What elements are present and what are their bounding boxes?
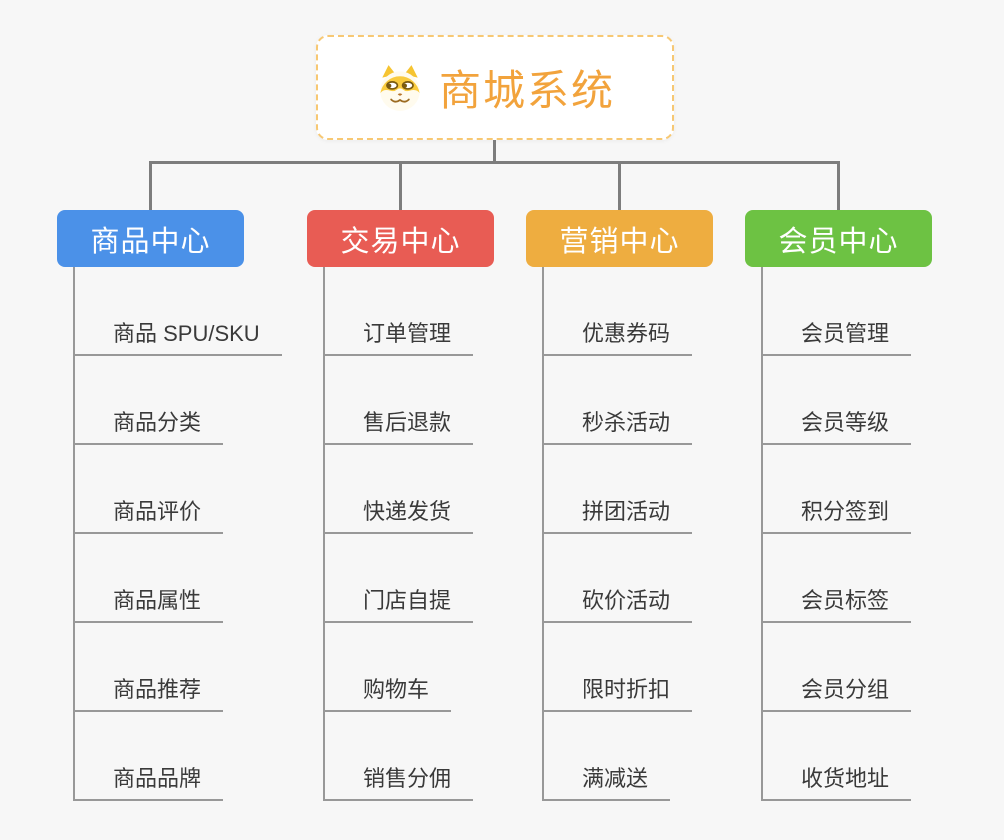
branch-label: 商品中心 [90,225,211,258]
leaf-node[interactable]: 销售分佣 [323,766,474,801]
branch-product-center: 商品中心 商品 SPU/SKU 商品分类商品评价商品属性商品推荐商品品牌 [57,210,307,801]
leaf-slot: 订单管理 [323,267,557,356]
branch-node-marketing-center[interactable]: 营销中心 [526,210,713,267]
leaf-slot: 会员分组 [761,623,995,712]
leaf-slot: 会员管理 [761,267,995,356]
leaf-slot: 满减送 [542,712,776,801]
leaf-slot: 商品属性 [73,534,307,623]
branch-label: 会员中心 [778,225,899,258]
leaf-slot: 积分签到 [761,445,995,534]
branch-trade-center: 交易中心 订单管理售后退款快递发货门店自提购物车销售分佣 [307,210,557,801]
leaf-node[interactable]: 商品推荐 [73,677,224,712]
connector-stub-marketing-center [618,161,621,210]
leaf-list: 会员管理会员等级积分签到会员标签会员分组收货地址 [761,267,995,801]
branch-trunk-line [323,267,325,801]
leaf-slot: 购物车 [323,623,557,712]
root-node[interactable]: 商城系统 [316,35,674,140]
leaf-slot: 商品推荐 [73,623,307,712]
branch-node-product-center[interactable]: 商品中心 [57,210,244,267]
leaf-node[interactable]: 商品属性 [73,588,224,623]
leaf-node[interactable]: 售后退款 [323,410,474,445]
leaf-node[interactable]: 快递发货 [323,499,474,534]
leaf-node[interactable]: 会员管理 [761,321,912,356]
leaf-node[interactable]: 优惠券码 [542,321,693,356]
leaf-node[interactable]: 秒杀活动 [542,410,693,445]
branch-node-trade-center[interactable]: 交易中心 [307,210,494,267]
connector-stub-member-center [837,161,840,210]
leaf-node[interactable]: 会员分组 [761,677,912,712]
leaf-slot: 售后退款 [323,356,557,445]
leaf-slot: 商品分类 [73,356,307,445]
leaf-slot: 拼团活动 [542,445,776,534]
leaf-node[interactable]: 积分签到 [761,499,912,534]
connector-root-stub [493,140,496,164]
connector-stub-product-center [149,161,152,210]
branch-marketing-center: 营销中心 优惠券码秒杀活动拼团活动砍价活动限时折扣满减送 [526,210,776,801]
branch-trunk-line [761,267,763,801]
leaf-node[interactable]: 会员标签 [761,588,912,623]
leaf-slot: 快递发货 [323,445,557,534]
leaf-slot: 门店自提 [323,534,557,623]
leaf-node[interactable]: 商品评价 [73,499,224,534]
leaf-slot: 秒杀活动 [542,356,776,445]
branch-label: 交易中心 [340,225,461,258]
branch-label: 营销中心 [559,225,680,258]
leaf-slot: 商品 SPU/SKU [73,267,307,356]
leaf-list: 优惠券码秒杀活动拼团活动砍价活动限时折扣满减送 [542,267,776,801]
leaf-node[interactable]: 商品分类 [73,410,224,445]
leaf-node[interactable]: 会员等级 [761,410,912,445]
leaf-node[interactable]: 满减送 [542,766,671,801]
leaf-node[interactable]: 商品 SPU/SKU [73,321,282,356]
leaf-slot: 限时折扣 [542,623,776,712]
branch-member-center: 会员中心 会员管理会员等级积分签到会员标签会员分组收货地址 [745,210,995,801]
doge-icon [380,64,420,111]
root-title: 商城系统 [438,67,615,114]
connector-stub-trade-center [399,161,402,210]
branch-trunk-line [73,267,75,801]
leaf-node[interactable]: 订单管理 [323,321,474,356]
leaf-node[interactable]: 砍价活动 [542,588,693,623]
leaf-node[interactable]: 商品品牌 [73,766,224,801]
leaf-node[interactable]: 购物车 [323,677,452,712]
leaf-node[interactable]: 拼团活动 [542,499,693,534]
leaf-slot: 砍价活动 [542,534,776,623]
leaf-slot: 收货地址 [761,712,995,801]
leaf-slot: 会员等级 [761,356,995,445]
leaf-list: 商品 SPU/SKU 商品分类商品评价商品属性商品推荐商品品牌 [73,267,307,801]
leaf-slot: 商品评价 [73,445,307,534]
leaf-node[interactable]: 限时折扣 [542,677,693,712]
branch-trunk-line [542,267,544,801]
leaf-slot: 会员标签 [761,534,995,623]
leaf-slot: 优惠券码 [542,267,776,356]
leaf-slot: 商品品牌 [73,712,307,801]
leaf-node[interactable]: 门店自提 [323,588,474,623]
branch-node-member-center[interactable]: 会员中心 [745,210,932,267]
leaf-node[interactable]: 收货地址 [761,766,912,801]
leaf-slot: 销售分佣 [323,712,557,801]
leaf-list: 订单管理售后退款快递发货门店自提购物车销售分佣 [323,267,557,801]
connector-horizontal-line [149,161,840,164]
